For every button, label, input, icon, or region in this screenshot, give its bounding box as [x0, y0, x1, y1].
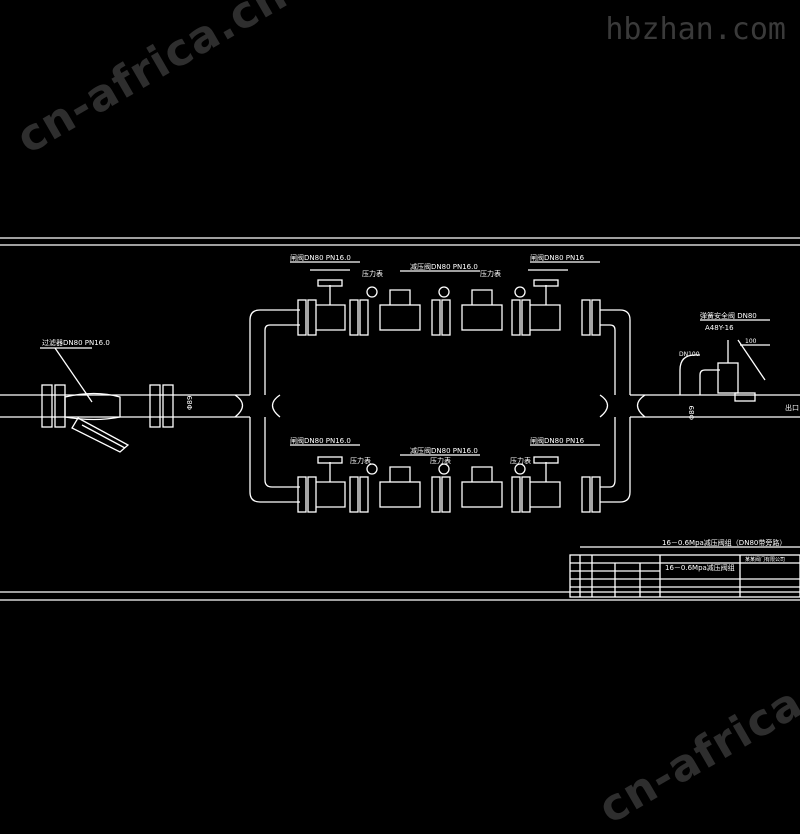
- inlet-pipe: [0, 347, 250, 453]
- label-bottom-reducer: 减压阀DN80 PN16.0: [410, 446, 478, 455]
- label-bottom-gauge-right: 压力表: [510, 456, 531, 465]
- title-block: [569, 546, 800, 598]
- manifold: [234, 309, 800, 503]
- label-bottom-gate-left: 闸阀DN80 PN16.0: [290, 436, 351, 445]
- label-strainer: 过滤器DN80 PN16.0: [42, 338, 110, 347]
- label-dn100: DN100: [679, 351, 700, 358]
- safety-valve: [679, 319, 770, 402]
- label-bottom-gate-right: 闸阀DN80 PN16: [530, 436, 585, 445]
- label-dim-100: 100: [745, 338, 757, 345]
- label-safety-model: A48Y-16: [705, 324, 734, 332]
- label-safety-valve: 弹簧安全阀 DN80: [700, 311, 757, 320]
- label-bottom-gauge-left: 压力表: [350, 456, 371, 465]
- label-top-reducer: 减压阀DN80 PN16.0: [410, 262, 478, 271]
- label-outlet-size: Φ89: [688, 406, 696, 420]
- label-top-gauge-left: 压力表: [362, 269, 383, 278]
- cad-drawing: 过滤器DN80 PN16.0 Φ89 闸阀DN80 PN16.0 减压阀DN80…: [0, 237, 800, 601]
- bottom-branch: [290, 444, 601, 513]
- label-top-gate-left: 闸阀DN80 PN16.0: [290, 253, 351, 262]
- label-inlet-size: Φ89: [186, 396, 194, 410]
- frame-lines: [0, 237, 800, 601]
- label-top-gate-right: 闸阀DN80 PN16: [530, 253, 585, 262]
- top-branch: [290, 261, 601, 336]
- watermark-top-right: hbzhan.com: [605, 12, 786, 47]
- label-bottom-gauge-mid: 压力表: [430, 456, 451, 465]
- title-block-header: 16－0.6Mpa减压阀组（DN80带旁路）: [662, 538, 786, 547]
- title-block-drawing-name: 16－0.6Mpa减压阀组: [665, 563, 735, 572]
- label-outlet: 出口: [785, 403, 799, 412]
- title-block-company: 某某阀门有限公司: [745, 556, 785, 563]
- label-top-gauge-right: 压力表: [480, 269, 501, 278]
